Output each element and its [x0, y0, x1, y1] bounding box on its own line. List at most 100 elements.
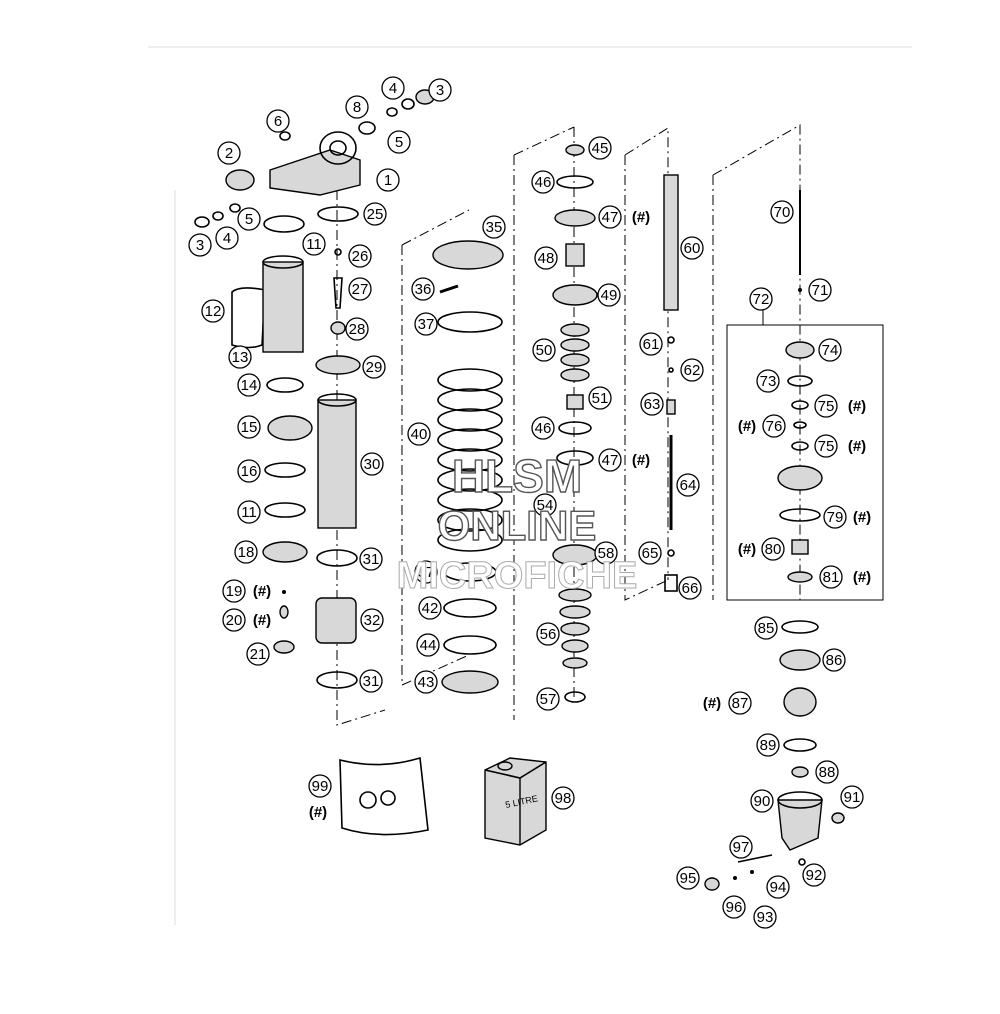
callout-bubble-62: [680, 358, 704, 382]
callout-bubble-86: [822, 648, 846, 672]
callout-label-56: 56: [540, 626, 557, 643]
callout-label-95: 95: [680, 870, 697, 887]
callout-label-3: 3: [196, 237, 204, 254]
callout-label-50: 50: [536, 342, 553, 359]
callout-bubble-54: [533, 493, 557, 517]
callout-bubble-15: [237, 415, 261, 439]
callout-label-2: 2: [225, 145, 233, 162]
callout-label-65: 65: [642, 545, 659, 562]
callout-bubble-11: [302, 232, 326, 256]
callout-label-70: 70: [774, 204, 791, 221]
callout-bubble-57: [536, 687, 560, 711]
optional-marker: (#): [309, 804, 327, 821]
callout-bubble-96: [722, 895, 746, 919]
callout-bubble-19: [222, 579, 246, 603]
callout-label-92: 92: [806, 867, 823, 884]
callout-label-14: 14: [241, 377, 258, 394]
optional-marker: (#): [253, 583, 271, 600]
callout-label-15: 15: [241, 419, 258, 436]
callout-label-81: 81: [823, 569, 840, 586]
callout-label-45: 45: [592, 140, 609, 157]
callout-bubble-70: [770, 200, 794, 224]
callout-bubble-88: [815, 760, 839, 784]
callout-bubble-40: [407, 422, 431, 446]
callout-label-98: 98: [555, 790, 572, 807]
callout-label-60: 60: [684, 240, 701, 257]
callout-bubble-1: [376, 168, 400, 192]
callout-bubble-42: [418, 596, 442, 620]
callout-bubble-75: [814, 394, 838, 418]
callout-label-96: 96: [726, 899, 743, 916]
callout-bubble-14: [237, 373, 261, 397]
callout-label-47: 47: [602, 209, 619, 226]
optional-marker: (#): [738, 541, 756, 558]
callout-label-4: 4: [389, 80, 397, 97]
callout-label-36: 36: [415, 281, 432, 298]
optional-marker: (#): [703, 695, 721, 712]
callout-label-13: 13: [232, 349, 249, 366]
callout-bubble-16: [237, 459, 261, 483]
callout-label-37: 37: [418, 564, 435, 581]
callout-bubble-99: [308, 774, 332, 798]
callout-bubble-26: [348, 244, 372, 268]
callout-label-54: 54: [537, 497, 554, 514]
callout-bubble-47: [598, 205, 622, 229]
callout-bubble-56: [536, 622, 560, 646]
callout-bubble-73: [756, 369, 780, 393]
callout-bubble-37: [414, 312, 438, 336]
callout-label-8: 8: [353, 99, 361, 116]
callout-bubble-2: [217, 141, 241, 165]
part-shapes: [194, 89, 845, 891]
callout-bubble-5: [387, 130, 411, 154]
callout-label-73: 73: [760, 373, 777, 390]
callout-label-47: 47: [602, 452, 619, 469]
callout-label-57: 57: [540, 691, 557, 708]
callout-label-46: 46: [535, 420, 552, 437]
callout-label-31: 31: [363, 673, 380, 690]
callout-bubble-63: [640, 392, 664, 416]
callout-bubble-50: [532, 338, 556, 362]
callout-label-29: 29: [366, 359, 383, 376]
callout-bubble-8: [345, 95, 369, 119]
callout-bubble-45: [588, 136, 612, 160]
callout-bubble-92: [802, 863, 826, 887]
callout-label-72: 72: [753, 291, 770, 308]
callout-label-61: 61: [643, 336, 660, 353]
callout-bubble-94: [766, 875, 790, 899]
callout-label-26: 26: [352, 248, 369, 265]
callout-label-30: 30: [364, 456, 381, 473]
callout-bubble-87: [728, 691, 752, 715]
callout-label-32: 32: [364, 612, 381, 629]
callout-bubble-91: [840, 785, 864, 809]
callout-bubble-31: [359, 547, 383, 571]
callout-bubble-21: [246, 642, 270, 666]
callout-label-18: 18: [238, 544, 255, 561]
optional-marker: (#): [848, 438, 866, 455]
callout-label-97: 97: [733, 839, 750, 856]
callout-label-75: 75: [818, 398, 835, 415]
watermark-line1: HLSM: [452, 450, 582, 502]
callout-label-71: 71: [812, 282, 829, 299]
callout-label-64: 64: [680, 477, 697, 494]
callout-bubble-25: [363, 202, 387, 226]
callout-label-49: 49: [601, 287, 618, 304]
callout-label-31: 31: [363, 551, 380, 568]
callout-bubble-60: [680, 236, 704, 260]
callout-bubble-48: [534, 246, 558, 270]
callout-label-87: 87: [732, 695, 749, 712]
callout-bubble-3: [428, 78, 452, 102]
callout-bubble-80: [761, 537, 785, 561]
callout-bubble-4: [381, 76, 405, 100]
callout-bubble-3: [188, 233, 212, 257]
callout-bubble-6: [266, 109, 290, 133]
callout-bubble-13: [228, 345, 252, 369]
callout-label-48: 48: [538, 250, 555, 267]
callout-bubble-51: [588, 386, 612, 410]
callout-label-46: 46: [535, 174, 552, 191]
callout-bubble-58: [594, 541, 618, 565]
watermark-line2: ONLINE: [438, 502, 597, 549]
callout-label-88: 88: [819, 764, 836, 781]
callout-bubble-81: [819, 565, 843, 589]
callout-bubble-65: [638, 541, 662, 565]
